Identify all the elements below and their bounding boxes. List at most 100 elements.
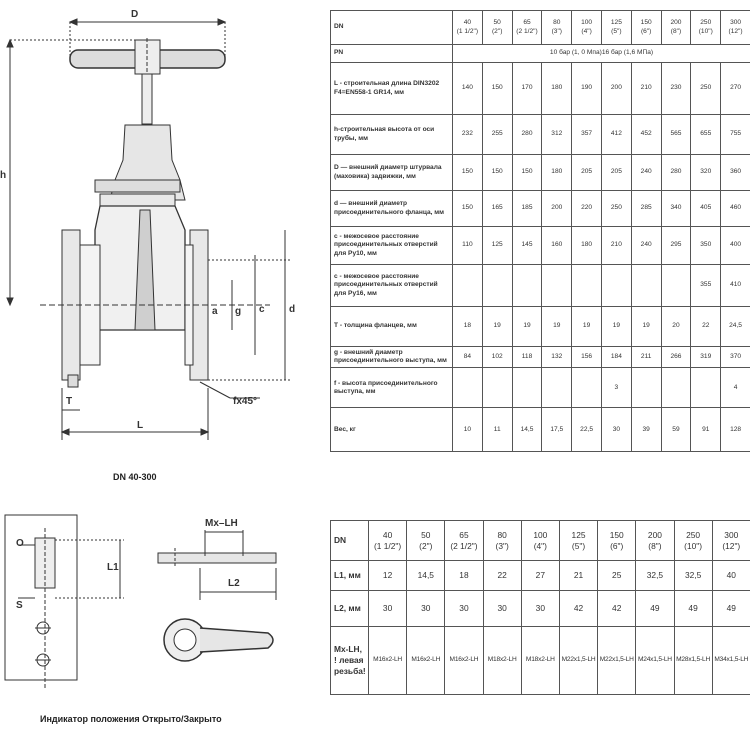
table-cell: 452	[630, 114, 662, 155]
dn-header-cell: 200(8")	[660, 10, 692, 45]
table-cell: 170	[511, 62, 543, 115]
column-header: DN	[330, 10, 453, 45]
dn-header-cell: 100(4")	[571, 10, 602, 45]
table-cell: 30	[520, 590, 560, 627]
table-cell: 11	[481, 407, 513, 453]
table-cell: 140	[452, 62, 483, 115]
table-cell: 360	[720, 154, 750, 191]
table-cell: 211	[630, 345, 662, 369]
table-cell: 30	[406, 590, 446, 627]
table-cell: 165	[481, 190, 513, 227]
table-cell: 266	[660, 345, 692, 369]
table-cell: 102	[481, 345, 513, 369]
row-label: Вес, кг	[330, 407, 453, 453]
table-cell: 232	[452, 114, 483, 155]
table-cell	[660, 264, 692, 307]
table-cell: M22x1,5-LH	[597, 626, 637, 695]
dn-header-cell: 200(8")	[635, 520, 675, 561]
dn-value: 300	[724, 529, 739, 540]
dn-value: 100	[533, 529, 548, 540]
dn-header-cell: 80(3")	[541, 10, 573, 45]
table-cell: 460	[720, 190, 750, 227]
table-cell: 91	[690, 407, 722, 453]
caption-indicator: Индикатор положения Открыто/Закрыто	[40, 714, 222, 724]
table-cell: 59	[660, 407, 692, 453]
table-cell: 42	[597, 590, 637, 627]
row-label: Mx-LH, ! левая резьба!	[330, 626, 369, 695]
table-cell: 180	[571, 226, 602, 265]
table-cell: 255	[481, 114, 513, 155]
table-cell: 49	[711, 590, 750, 627]
dn-inch: (3")	[495, 540, 509, 551]
dn-header-cell: 300(12")	[720, 10, 750, 45]
dn-inch: (12")	[728, 27, 743, 35]
dn-inch: (1 1/2")	[456, 27, 479, 35]
label-T: T	[66, 396, 73, 407]
dn-inch: (12")	[722, 540, 741, 551]
dn-header-cell: 125(5")	[558, 520, 599, 561]
table-cell: 32,5	[673, 560, 713, 591]
table-cell: 280	[511, 114, 543, 155]
row-label: c - межосевое расстояние присоединительн…	[330, 264, 453, 307]
table-cell: 18	[452, 306, 483, 347]
table-cell	[571, 264, 602, 307]
table-cell: 19	[571, 306, 602, 347]
table-cell: 200	[541, 190, 573, 227]
table-cell	[452, 367, 483, 409]
table-cell: M18x2-LH	[520, 626, 560, 695]
dn-inch: (2")	[491, 27, 503, 35]
table-cell: 156	[571, 345, 602, 369]
dn-value: 300	[730, 19, 742, 27]
dn-value: 65	[523, 19, 531, 27]
table-cell: 24,5	[720, 306, 750, 347]
dn-inch: (1 1/2")	[374, 540, 402, 551]
dn-header-cell: 80(3")	[482, 520, 522, 561]
table-cell: 280	[660, 154, 692, 191]
table-cell: 250	[690, 62, 722, 115]
table-cell: 22	[690, 306, 722, 347]
table-row: c - межосевое расстояние присоединительн…	[330, 264, 750, 307]
table-cell: 49	[635, 590, 675, 627]
row-label: D — внешний диаметр штурвала (маховика) …	[330, 154, 453, 191]
label-L2: L2	[228, 578, 240, 589]
table-cell	[511, 367, 543, 409]
table-cell: 160	[541, 226, 573, 265]
dn-header-cell: 40(1 1/2")	[367, 520, 408, 561]
table-cell: 340	[660, 190, 692, 227]
dn-header-cell: 150(6")	[597, 520, 637, 561]
label-S: S	[16, 600, 23, 611]
dn-value: 150	[640, 19, 652, 27]
dn-inch: (4")	[581, 27, 592, 35]
table-cell: 125	[481, 226, 513, 265]
table-cell: 19	[630, 306, 662, 347]
table-cell: 84	[452, 345, 483, 369]
table-cell: 4	[720, 367, 750, 409]
table-cell: 400	[720, 226, 750, 265]
dn-value: 150	[609, 529, 624, 540]
table-cell: M18x2-LH	[482, 626, 522, 695]
dn-inch: (4")	[533, 540, 547, 551]
row-label: h-строительная высота от оси трубы, мм	[330, 114, 453, 155]
dn-value: 100	[581, 19, 593, 27]
dn-header-cell: 100(4")	[520, 520, 560, 561]
table-cell: 240	[630, 226, 662, 265]
label-c: c	[259, 304, 265, 315]
dn-header-cell: 250(10")	[690, 10, 722, 45]
dn-value: 200	[670, 19, 682, 27]
table-cell: 565	[660, 114, 692, 155]
table-row: D — внешний диаметр штурвала (маховика) …	[330, 154, 750, 191]
table-cell: 40	[711, 560, 750, 591]
table-cell: 118	[511, 345, 543, 369]
table-cell: 285	[630, 190, 662, 227]
table-cell: 42	[558, 590, 599, 627]
label-fx45: fx45°	[233, 396, 258, 407]
table-cell: 355	[690, 264, 722, 307]
table-row: f - высота присоединительного выступа, м…	[330, 367, 750, 409]
